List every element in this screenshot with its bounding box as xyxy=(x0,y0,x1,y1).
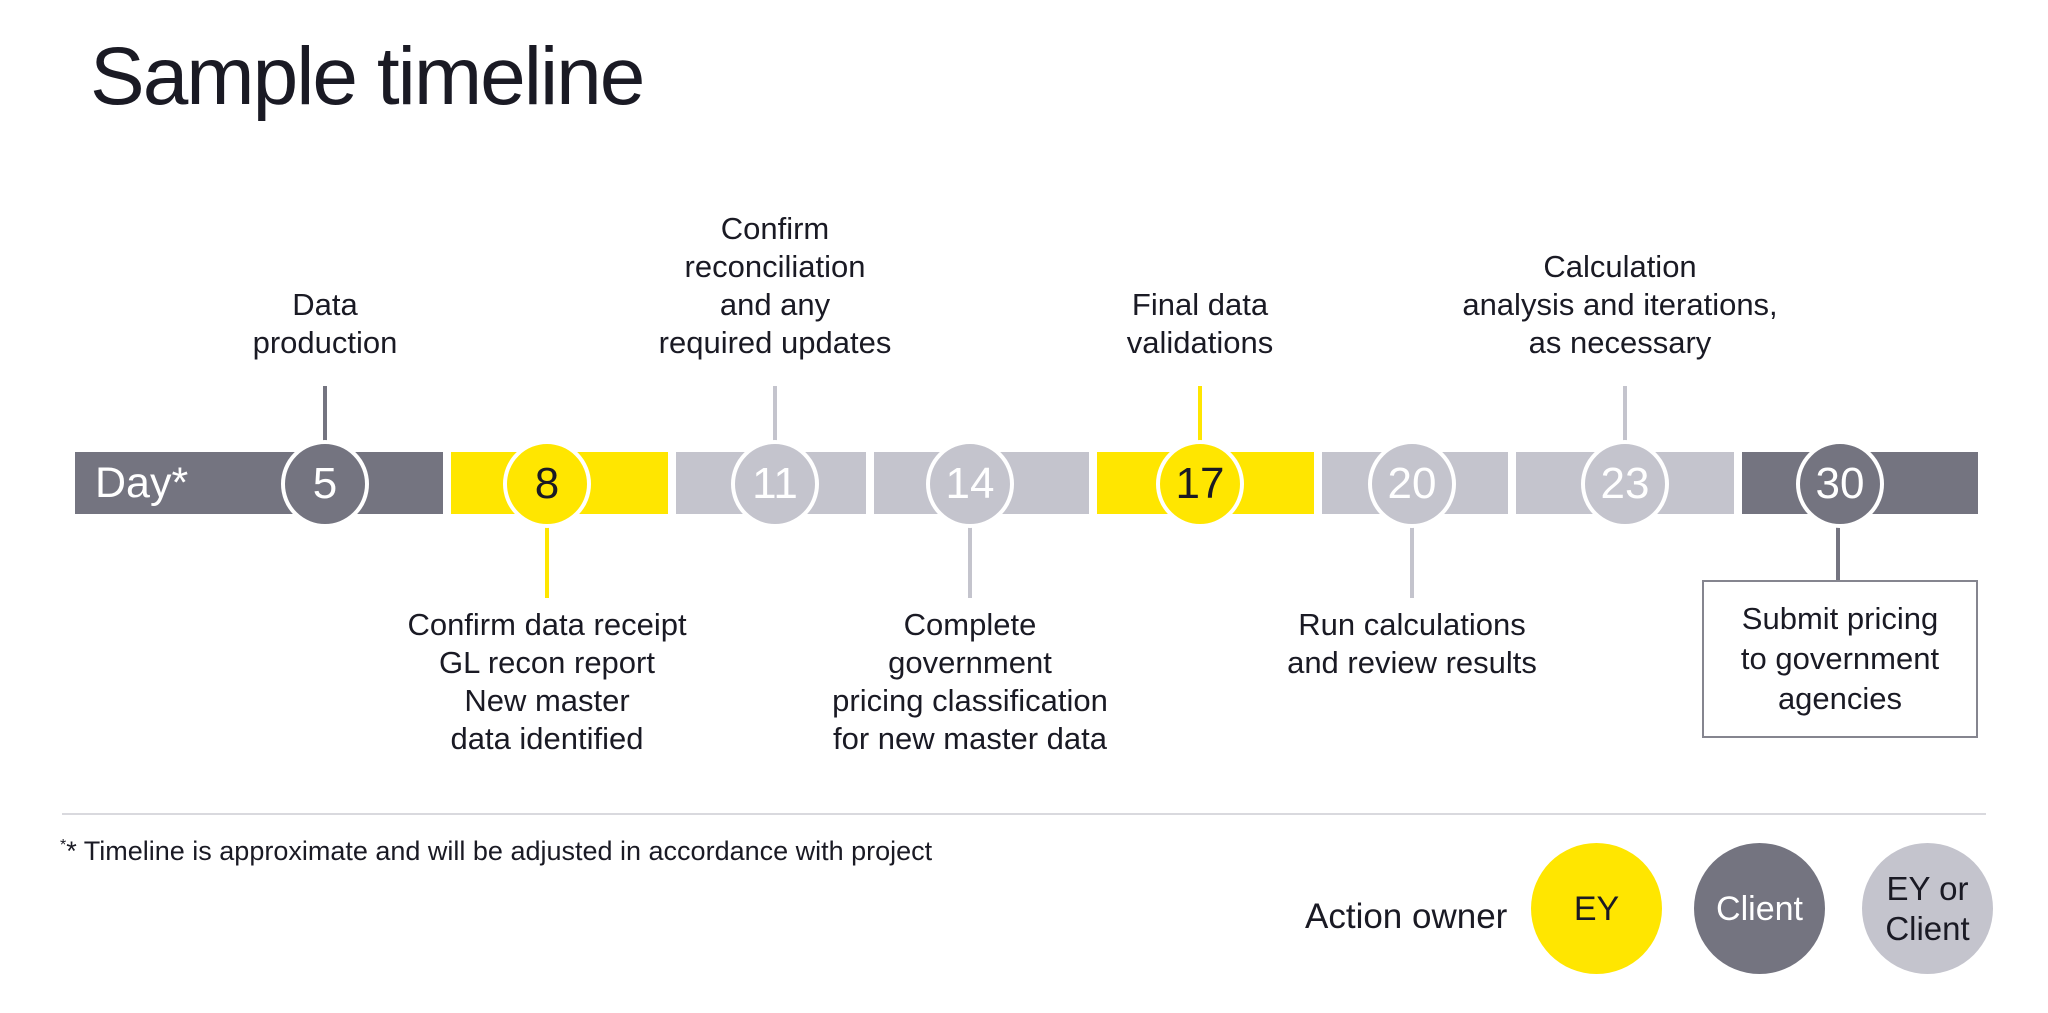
legend-title: Action owner xyxy=(1305,897,1508,936)
connector-day11 xyxy=(773,386,777,444)
milestone-label-day14: Complete government pricing classificati… xyxy=(832,607,1108,756)
day-number: 14 xyxy=(945,459,995,508)
milestone-label-day17: Final data validations xyxy=(1126,287,1274,360)
connector-day8 xyxy=(545,526,549,598)
day-circle-20: 20 xyxy=(1368,440,1456,528)
legend-label-ey: EY xyxy=(1573,889,1620,928)
milestone-label-day23: Calculation analysis and iterations, as … xyxy=(1462,249,1778,360)
milestone-label-day5: Data production xyxy=(252,287,398,360)
slide-title: Sample timeline xyxy=(90,31,645,122)
footnote-text: * Timeline is approximate and will be ad… xyxy=(66,836,933,866)
legend-circle-client: Client xyxy=(1694,843,1825,974)
connector-day14 xyxy=(968,526,972,598)
milestone-label-day11: Confirm reconciliation and any required … xyxy=(658,211,892,360)
milestone-label-day30-box: Submit pricing to government agencies xyxy=(1702,580,1978,738)
day-circle-23: 23 xyxy=(1581,440,1669,528)
day-number: 23 xyxy=(1600,459,1650,508)
connector-day23 xyxy=(1623,386,1627,444)
legend-circle-ey: EY xyxy=(1531,843,1662,974)
day-circle-30: 30 xyxy=(1796,440,1884,528)
timeline-segment-day5 xyxy=(75,452,443,514)
milestone-label-day20: Run calculations and review results xyxy=(1287,607,1537,680)
footnote: ** Timeline is approximate and will be a… xyxy=(60,836,932,867)
legend-label-client: Client xyxy=(1716,889,1803,928)
legend-circle-ey-or-client: EY or Client xyxy=(1862,843,1993,974)
day-number: 20 xyxy=(1387,459,1437,508)
timeline-axis-label: Day* xyxy=(95,459,189,507)
day-number: 8 xyxy=(534,459,560,508)
connector-day30 xyxy=(1836,526,1840,582)
connector-day20 xyxy=(1410,526,1414,598)
footnote-superscript: * xyxy=(60,837,67,854)
legend-label-ey-or-client: EY or Client xyxy=(1885,869,1970,947)
connector-day17 xyxy=(1198,386,1202,444)
day-circle-14: 14 xyxy=(926,440,1014,528)
day-number: 5 xyxy=(312,459,338,508)
milestone-label-day8: Confirm data receipt GL recon report New… xyxy=(407,607,687,756)
day-circle-8: 8 xyxy=(503,440,591,528)
day-circle-11: 11 xyxy=(731,440,819,528)
day-number: 17 xyxy=(1175,459,1225,508)
day-circle-17: 17 xyxy=(1156,440,1244,528)
connector-day5 xyxy=(323,386,327,444)
footer-divider xyxy=(62,813,1986,815)
day-number: 30 xyxy=(1815,459,1865,508)
day-number: 11 xyxy=(752,459,798,508)
day-circle-5: 5 xyxy=(281,440,369,528)
